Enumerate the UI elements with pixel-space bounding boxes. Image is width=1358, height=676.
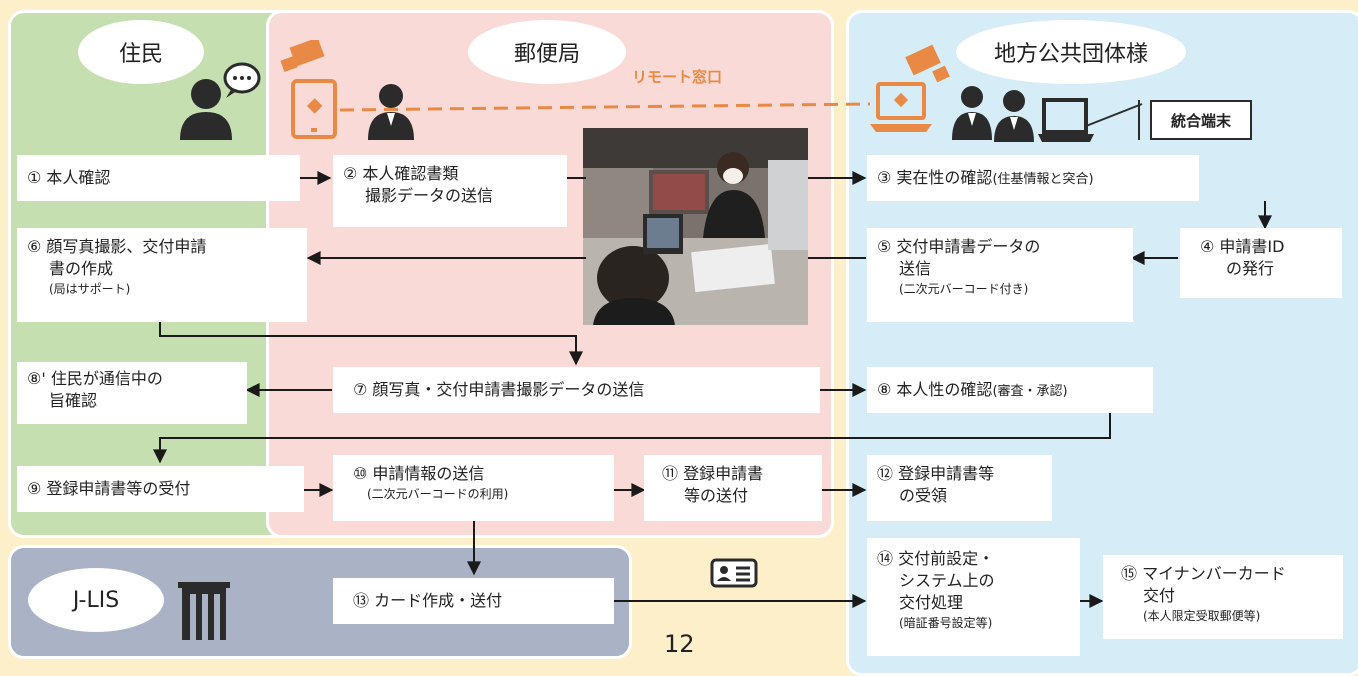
flow-connectors: [153, 102, 1272, 608]
step-3-existence-check: ③ 実在性の確認(住基情報と突合): [867, 155, 1199, 201]
post-office-title: 郵便局: [468, 20, 626, 84]
remote-counter-photo: [583, 128, 808, 325]
resident-title: 住民: [78, 20, 204, 84]
laptop-camera-icon: [870, 44, 950, 132]
step-9-receive-registration: ⑨ 登録申請書等の受付: [17, 466, 304, 512]
step-4-issue-application-id: ④ 申請書ID の発行: [1180, 228, 1342, 298]
local-gov-title: 地方公共団体様: [956, 20, 1186, 84]
page-number: 12: [664, 630, 695, 658]
terminal-icon: [1038, 98, 1143, 142]
officials-icon: [952, 86, 1034, 142]
step-6-photo-and-form: ⑥ 顔写真撮影、交付申請 書の作成 (局はサポート): [17, 228, 307, 322]
terminal-divider: [1138, 100, 1140, 140]
step-7-send-photo-data: ⑦ 顔写真・交付申請書撮影データの送信: [333, 367, 820, 413]
step-2-send-id-photo: ② 本人確認書類 撮影データの送信: [333, 155, 567, 227]
step-12-receive-registration: ⑫ 登録申請書等 の受領: [867, 455, 1052, 521]
step-11-send-registration: ⑪ 登録申請書 等の送付: [644, 455, 822, 521]
building-icon: [178, 582, 230, 640]
step-5-send-application-data: ⑤ 交付申請書データの 送信 (二次元バーコード付き): [867, 228, 1133, 322]
staff-icon: [368, 84, 414, 140]
camera-icon: [280, 40, 325, 73]
step-10-send-application-info: ⑩ 申請情報の送信 (二次元バーコードの利用): [333, 455, 614, 521]
step-15-mynumber-card-issue: ⑮ マイナンバーカード 交付 (本人限定受取郵便等): [1103, 555, 1343, 639]
step-14-pre-issue-settings: ⑭ 交付前設定・ システム上の 交付処理 (暗証番号設定等): [867, 538, 1080, 656]
step-8-identity-verification: ⑧ 本人性の確認(審査・承認): [867, 367, 1153, 413]
remote-window-label: リモート窓口: [632, 68, 723, 86]
step-1-identity-check: ① 本人確認: [17, 155, 300, 201]
step-13-card-creation: ⑬ カード作成・送付: [333, 578, 614, 624]
step-8p-resident-confirm: ⑧' 住民が通信中の 旨確認: [17, 362, 247, 424]
tablet-icon: [291, 79, 337, 139]
id-card-icon: [710, 558, 758, 588]
jlis-title: J-LIS: [28, 568, 164, 632]
person-speech-icon: [180, 62, 261, 140]
integrated-terminal-label: 統合端末: [1150, 100, 1252, 140]
